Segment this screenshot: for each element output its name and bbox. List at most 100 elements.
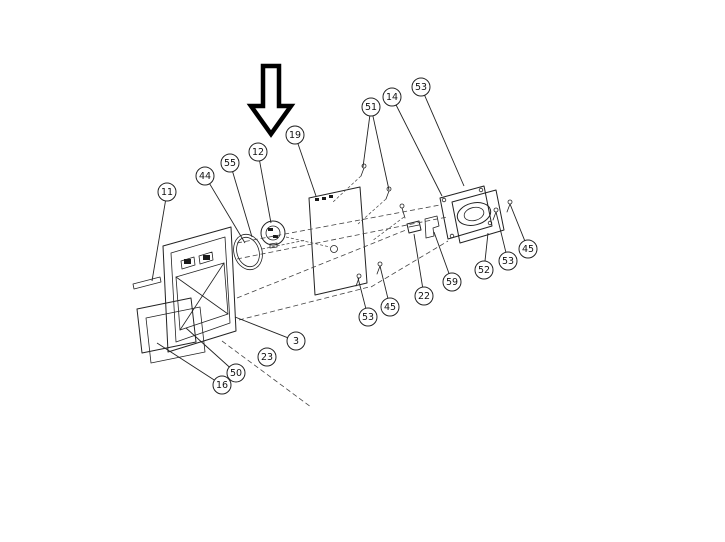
frame-button-right	[198, 251, 214, 265]
callout-leader-line	[232, 171, 253, 238]
callout-leader-line	[372, 115, 390, 191]
callout-balloon-52	[474, 260, 494, 280]
mounting-plate-back	[136, 297, 197, 354]
callout-leader-line	[509, 203, 526, 241]
rear-housing	[439, 185, 493, 240]
callout-number: 59	[446, 277, 458, 288]
lower-screw-1	[377, 261, 383, 267]
callout-balloon-11	[157, 182, 177, 202]
down-arrow-icon	[246, 63, 296, 138]
callout-balloon-55	[220, 153, 240, 173]
callout-number: 19	[289, 130, 301, 141]
top-screw-2-shaft	[385, 190, 390, 200]
callout-balloon-16	[212, 375, 232, 395]
callout-balloon-45	[518, 239, 538, 259]
housing-corner-screw-3	[487, 220, 493, 226]
callout-leader-line	[357, 277, 367, 309]
right-screw-1-shaft	[506, 203, 511, 213]
callout-leader-line	[151, 200, 166, 282]
callout-balloon-45	[380, 297, 400, 317]
callout-number: 22	[418, 291, 430, 302]
callout-balloon-23	[257, 347, 277, 367]
callout-leader-line	[395, 104, 443, 197]
callout-leader-line	[297, 143, 317, 197]
screw-small	[399, 203, 405, 209]
lock-knob-mark-2	[273, 235, 278, 238]
frame-display-diagonal-2	[179, 262, 225, 331]
right-screw-2	[493, 207, 499, 213]
lower-screw-1-shaft	[376, 265, 381, 275]
callout-leader-line	[379, 265, 389, 299]
housing-cover	[451, 189, 505, 244]
projection-line-2	[236, 216, 448, 260]
projection-line-10	[285, 236, 331, 248]
callout-number: 16	[216, 380, 228, 391]
callout-number: 45	[522, 244, 534, 255]
callout-number: 45	[384, 302, 396, 313]
projection-line-7	[332, 175, 362, 203]
housing-corner-screw-1	[441, 197, 447, 203]
projection-line-1	[236, 204, 441, 244]
right-screw-1	[507, 199, 513, 205]
callout-number: 14	[386, 92, 398, 103]
callout-number: 53	[502, 256, 514, 267]
screw-small-shaft	[401, 207, 406, 219]
leaders-layer	[151, 95, 526, 381]
housing-oval-outer	[456, 202, 492, 226]
callout-leader-line	[259, 160, 272, 224]
callout-number: 55	[224, 158, 236, 169]
lock-knob-tab	[269, 242, 278, 249]
callout-leader-line	[234, 316, 288, 339]
callout-leader-line	[209, 183, 246, 244]
rod-part	[132, 276, 162, 290]
callout-balloon-50	[226, 363, 246, 383]
callout-balloon-53	[498, 251, 518, 271]
gasket-ring-outer	[233, 233, 263, 271]
callout-number: 50	[230, 368, 242, 379]
callout-leader-line	[413, 233, 424, 288]
housing-corner-screw-2	[478, 187, 484, 193]
projection-line-4	[238, 286, 370, 321]
lock-cylinder	[406, 220, 422, 234]
back-panel-slot-2	[322, 197, 326, 200]
back-panel-slot-1	[315, 198, 319, 201]
back-panel	[308, 186, 368, 296]
callout-number: 11	[161, 187, 173, 198]
front-frame-inner	[170, 236, 231, 343]
parts-layer	[132, 63, 513, 408]
callout-leader-line	[424, 95, 465, 187]
callout-balloon-53	[411, 77, 431, 97]
front-frame-outer	[162, 226, 237, 353]
callout-leader-line	[362, 115, 371, 168]
projection-line-5	[370, 240, 449, 288]
callout-number: 3	[293, 336, 299, 347]
callout-number: 51	[365, 102, 377, 113]
callout-number: 23	[261, 352, 273, 363]
frame-button-left	[180, 256, 196, 270]
callout-number: 53	[362, 312, 374, 323]
callout-balloon-22	[414, 286, 434, 306]
callout-number: 52	[478, 265, 490, 276]
callout-balloon-19	[285, 125, 305, 145]
callout-number: 53	[415, 82, 427, 93]
projection-line-6	[221, 340, 312, 408]
callout-leader-line	[495, 211, 507, 253]
callout-balloon-59	[442, 272, 462, 292]
lock-cylinder-line	[408, 224, 420, 228]
frame-display-diagonal-1	[175, 276, 229, 315]
back-panel-hole	[330, 245, 338, 253]
top-screw-1	[361, 163, 367, 169]
back-panel-slot-3	[329, 195, 333, 198]
housing-oval-inner	[463, 206, 485, 222]
mounting-plate-front	[145, 306, 206, 364]
callout-number: 12	[252, 147, 264, 158]
projection-line-3	[236, 229, 407, 299]
gasket-ring-inner	[236, 236, 260, 268]
callout-leader-line	[433, 231, 450, 274]
callout-balloon-3	[286, 331, 306, 351]
callout-leader-line	[156, 342, 215, 381]
projection-line-8	[357, 198, 387, 225]
